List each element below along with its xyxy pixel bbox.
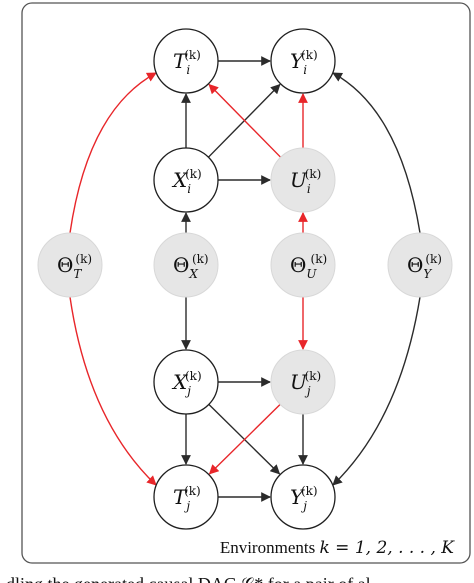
node-circle-Xj [153, 349, 219, 415]
node-superscript: (k) [185, 167, 202, 181]
node-Ui: Ui(k) [270, 147, 336, 213]
node-base-symbol: Θ [173, 253, 189, 277]
node-Uj: Uj(k) [270, 349, 336, 415]
node-label-Uj: Uj(k) [290, 369, 321, 398]
environments-caption: Environments k = 1, 2, . . . , K [220, 538, 455, 558]
node-subscript: U [306, 267, 317, 281]
node-superscript: (k) [75, 252, 92, 266]
node-Yi: Yi(k) [270, 28, 336, 94]
truncated-figure-caption: dling the generated causal DAG 𝒢* for a … [6, 574, 371, 583]
node-label-Ti: Ti(k) [173, 48, 201, 77]
node-circle-ThX [153, 232, 219, 298]
node-label-Yj: Yj(k) [290, 484, 318, 513]
node-label-ThT: ΘT(k) [57, 252, 92, 281]
node-subscript: j [300, 499, 307, 513]
node-base-symbol: Θ [57, 253, 73, 277]
node-subscript: T [73, 267, 82, 281]
node-Tj: Tj(k) [153, 464, 219, 530]
node-circle-Tj [153, 464, 219, 530]
node-subscript: i [307, 182, 311, 196]
node-subscript: i [186, 63, 190, 77]
node-label-ThY: ΘY(k) [407, 252, 442, 281]
node-base-symbol: T [173, 49, 188, 73]
node-base-symbol: Y [290, 485, 305, 509]
edge-ThT-to-Ti [69, 72, 157, 234]
node-base-symbol: Y [290, 49, 305, 73]
edge-ThY-to-Yi [332, 72, 421, 234]
node-superscript: (k) [185, 369, 202, 383]
node-label-Tj: Tj(k) [173, 484, 201, 513]
node-superscript: (k) [192, 252, 209, 266]
node-circle-ThU [270, 232, 336, 298]
node-superscript: (k) [301, 48, 318, 62]
node-superscript: (k) [301, 484, 318, 498]
node-Ti: Ti(k) [153, 28, 219, 94]
node-ThX: ΘX(k) [153, 232, 219, 298]
node-subscript: i [303, 63, 307, 77]
nodes-layer: Ti(k)Yi(k)Xi(k)Ui(k)ΘT(k)ΘX(k)ΘU(k)ΘY(k)… [37, 28, 453, 530]
node-base-symbol: Θ [407, 253, 423, 277]
caption-math: k = 1, 2, . . . , K [319, 538, 455, 558]
node-subscript: j [184, 384, 191, 398]
node-label-Yi: Yi(k) [290, 48, 318, 77]
node-Xj: Xj(k) [153, 349, 219, 415]
node-superscript: (k) [425, 252, 442, 266]
node-subscript: j [304, 384, 311, 398]
node-superscript: (k) [311, 252, 328, 266]
node-ThT: ΘT(k) [37, 232, 103, 298]
node-base-symbol: Θ [290, 253, 306, 277]
node-ThY: ΘY(k) [387, 232, 453, 298]
node-subscript: i [187, 182, 191, 196]
node-label-Xi: Xi(k) [171, 167, 202, 196]
caption-prefix: Environments [220, 538, 320, 557]
node-circle-Uj [270, 349, 336, 415]
node-label-Xj: Xj(k) [171, 369, 202, 398]
node-circle-Yi [270, 28, 336, 94]
node-base-symbol: X [171, 168, 188, 192]
node-base-symbol: U [290, 370, 308, 394]
node-base-symbol: X [171, 370, 188, 394]
node-subscript: X [188, 267, 198, 281]
node-subscript: Y [423, 267, 432, 281]
node-circle-ThY [387, 232, 453, 298]
edges-layer [69, 56, 421, 502]
node-ThU: ΘU(k) [270, 232, 336, 298]
node-circle-Yj [270, 464, 336, 530]
node-circle-ThT [37, 232, 103, 298]
node-base-symbol: U [290, 168, 308, 192]
edge-ThT-to-Tj [69, 296, 157, 486]
node-circle-Ti [153, 28, 219, 94]
node-label-ThX: ΘX(k) [173, 252, 209, 281]
node-superscript: (k) [305, 369, 322, 383]
edge-Uj-to-Tj [208, 403, 281, 475]
edge-Ui-to-Ti [208, 83, 282, 158]
node-superscript: (k) [305, 167, 322, 181]
edge-ThY-to-Yj [332, 296, 421, 486]
node-label-Ui: Ui(k) [290, 167, 321, 196]
node-base-symbol: T [173, 485, 188, 509]
node-superscript: (k) [184, 484, 201, 498]
node-Yj: Yj(k) [270, 464, 336, 530]
node-subscript: j [183, 499, 190, 513]
node-circle-Xi [153, 147, 219, 213]
node-Xi: Xi(k) [153, 147, 219, 213]
node-superscript: (k) [184, 48, 201, 62]
node-label-ThU: ΘU(k) [290, 252, 327, 281]
environment-plate [21, 2, 471, 564]
node-circle-Ui [270, 147, 336, 213]
